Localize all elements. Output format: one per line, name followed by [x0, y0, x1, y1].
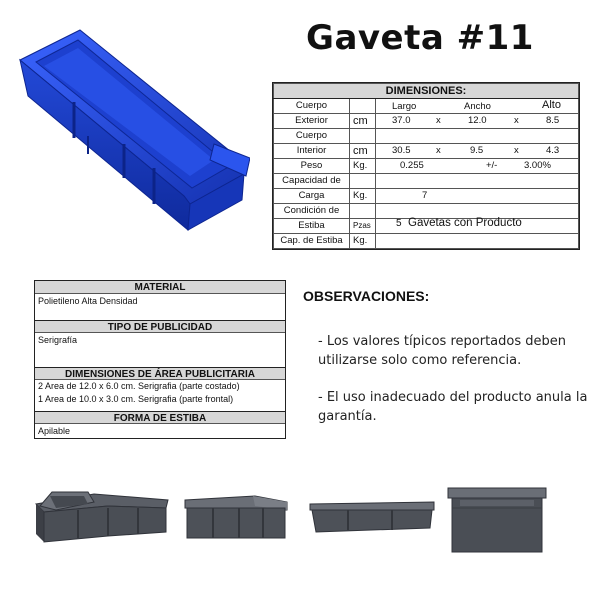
peso-value: 0.255 [400, 160, 424, 171]
exterior-label-1: Cuerpo [273, 98, 350, 114]
estiba-value: 5 [396, 218, 402, 229]
observation-2-line-1: - El uso inadecuado del producto anula l… [318, 390, 588, 405]
gray-bin-view-4 [447, 487, 547, 553]
cap-estiba-unit: Kg. [349, 233, 376, 249]
dimensions-table: DIMENSIONES: Cuerpo Largo Ancho Alto Ext… [272, 82, 580, 250]
interior-sep-2: x [514, 145, 519, 156]
exterior-sep-2: x [514, 115, 519, 126]
dimensions-header: DIMENSIONES: [273, 83, 579, 99]
publicidad-value: Serigrafía [38, 335, 78, 345]
estiba-text: Gavetas con Producto [408, 217, 522, 229]
area-line-1: 2 Area de 12.0 x 6.0 cm. Serigrafia (par… [38, 381, 240, 391]
peso-tol: 3.00% [524, 160, 551, 171]
interior-alto: 4.3 [546, 145, 560, 156]
gray-bin-view-1 [34, 491, 169, 543]
capacidad-label-2: Carga [273, 188, 350, 204]
publicidad-header: TIPO DE PUBLICIDAD [35, 320, 285, 333]
estiba-label-1: Condición de [273, 203, 350, 219]
gray-bin-view-2 [184, 495, 288, 539]
page-title: Gaveta #11 [306, 18, 534, 58]
interior-label-2: Interior [273, 143, 350, 159]
exterior-unit: cm [349, 113, 376, 129]
gray-bin-view-3 [309, 501, 435, 533]
material-table: MATERIAL Polietileno Alta Densidad TIPO … [34, 280, 286, 439]
blue-bin-image [19, 29, 250, 232]
interior-unit: cm [349, 143, 376, 159]
exterior-largo: 37.0 [392, 115, 411, 126]
peso-label: Peso [273, 158, 350, 174]
interior-ancho: 9.5 [470, 145, 484, 156]
observation-1-line-1: - Los valores típicos reportados deben [318, 334, 566, 349]
capacidad-label-1: Capacidad de [273, 173, 350, 189]
area-line-2: 1 Area de 10.0 x 3.0 cm. Serigrafia (par… [38, 394, 234, 404]
col-alto: Alto [542, 99, 561, 111]
col-largo: Largo [392, 101, 417, 112]
area-header: DIMENSIONES DE ÁREA PUBLICITARIA [35, 367, 285, 380]
material-header: MATERIAL [35, 281, 285, 294]
interior-sep-1: x [436, 145, 441, 156]
material-value: Polietileno Alta Densidad [38, 296, 138, 306]
estiba-label-2: Estiba [273, 218, 350, 234]
exterior-sep-1: x [436, 115, 441, 126]
estiba-form-header: FORMA DE ESTIBA [35, 411, 285, 424]
interior-label-1: Cuerpo [273, 128, 350, 144]
capacidad-value: 7 [422, 190, 428, 201]
peso-unit: Kg. [349, 158, 376, 174]
capacidad-unit: Kg. [349, 188, 376, 204]
interior-largo: 30.5 [392, 145, 411, 156]
estiba-unit: Pzas [349, 218, 376, 234]
cap-estiba-label: Cap. de Estiba [273, 233, 350, 249]
col-ancho: Ancho [464, 101, 491, 112]
exterior-ancho: 12.0 [468, 115, 487, 126]
observations-title: OBSERVACIONES: [303, 288, 430, 304]
estiba-form-value: Apilable [38, 426, 71, 436]
peso-tol-label: +/- [486, 160, 498, 171]
exterior-label-2: Exterior [273, 113, 350, 129]
observation-2-line-2: garantía. [318, 409, 377, 424]
exterior-alto: 8.5 [546, 115, 560, 126]
observation-1-line-2: utilizarse solo como referencia. [318, 353, 522, 368]
